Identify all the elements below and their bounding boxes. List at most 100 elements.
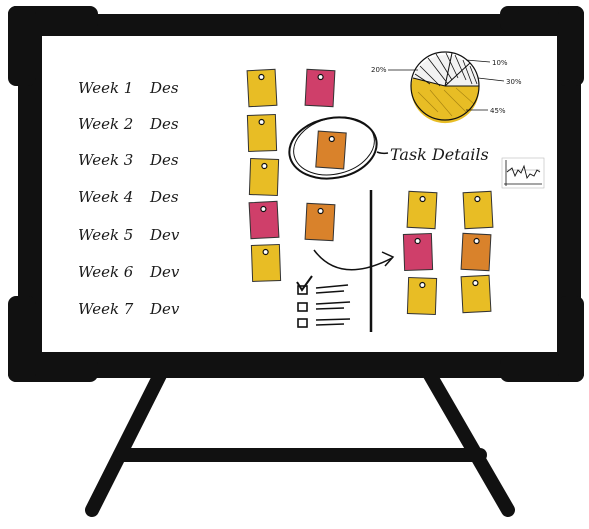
pin-icon [419,281,426,289]
pie-leader-line [477,77,505,82]
pie-divider [444,52,453,87]
sticky-note-paper [304,202,336,242]
sticky-note [250,244,282,282]
sticky-note [460,232,492,272]
hatch-line [427,57,449,85]
graph-series-line [506,164,541,180]
pie-divider [444,62,471,87]
checkbox-icon [297,302,308,312]
schedule-role-3: Des [149,151,179,169]
pie-divider [412,77,446,87]
highlight-circle-stroke-2 [293,116,375,176]
pin-icon [317,73,324,81]
move-arrow [313,249,395,271]
sticky-note-paper [460,232,492,272]
sticky-note [406,277,438,315]
texture-line [455,87,475,105]
pin-icon [419,195,426,203]
schedule-role-4: Des [149,188,179,206]
schedule-list: Week 1 Des Week 2 Des Week 3 Des Week 4 … [78,79,180,318]
schedule-week-1: Week 1 [78,79,133,97]
checklist-line [315,290,345,294]
checklist-line [315,318,351,321]
pie-label-top-right: 10% [492,59,508,67]
hatch-line [414,73,431,85]
sticky-note-paper [304,68,336,108]
schedule-week-2: Week 2 [78,115,133,133]
pin-icon [472,279,479,287]
sticky-note-paper [406,190,438,230]
checkbox-icon [297,318,308,328]
sticky-note-paper [246,68,278,108]
connector-line [376,151,389,155]
pie-label-bottom-right: 45% [490,107,506,115]
line-graph-sketch [501,157,545,189]
sticky-note-paper [250,244,282,282]
pie-label-left: 20% [371,66,387,74]
task-details-label: Task Details [390,145,489,164]
sticky-note-paper [315,130,347,170]
sticky-note [248,158,280,196]
pie-hatching [414,52,478,87]
checkmark-icon [296,275,313,292]
pin-icon [414,237,421,245]
schedule-week-6: Week 6 [78,263,134,281]
pie-leader-line [465,59,491,63]
frame-corner-top-right-v [558,6,584,86]
easel-stand [85,368,515,517]
frame-corner-bottom-left-v [8,296,36,382]
hatch-line [445,52,459,79]
schedule-week-4: Week 4 [78,188,133,206]
sticky-note [462,190,494,230]
hatch-line [419,65,441,87]
sticky-note [248,200,280,240]
schedule-week-5: Week 5 [78,226,133,244]
checklist [296,275,351,328]
pie-slice-yellow [411,78,480,124]
hatch-line [462,59,473,85]
arrow-curve [313,249,393,271]
sticky-note-paper [402,233,434,271]
highlighted-task: Task Details [288,116,489,180]
texture-line [443,89,467,113]
pin-icon [261,162,268,170]
sticky-note [460,274,492,314]
sticky-note [304,68,336,108]
graph-card [501,157,545,189]
sticky-note-paper [248,200,280,240]
sticky-note-paper [462,190,494,230]
sticky-notes-left [246,68,336,282]
sticky-note [304,202,336,242]
checklist-line [315,284,349,289]
checklist-line [315,323,345,326]
hatch-line [435,53,453,81]
checklist-line [315,301,351,305]
schedule-week-7: Week 7 [78,300,134,318]
sticky-note-paper [246,114,278,152]
texture-line [429,89,453,117]
sticky-note [246,68,278,108]
pin-icon [262,248,269,256]
sticky-note-paper [460,274,492,314]
hatch-line [454,54,467,81]
sticky-note [315,130,347,170]
sticky-notes-right [402,190,494,315]
frame-corner-bottom-right-v [558,296,584,382]
sticky-note-paper [406,277,438,315]
pin-icon [258,73,265,81]
frame-corner-top-left-v [8,6,36,86]
sticky-note [402,233,434,271]
pie-yellow-texture [417,87,475,117]
schedule-role-5: Dev [149,226,180,244]
schedule-role-1: Des [149,79,179,97]
pin-icon [328,135,335,143]
easel-right-leg [423,368,515,517]
texture-line [417,91,439,113]
pin-icon [258,118,265,126]
pie-label-mid-right: 30% [506,78,522,86]
checklist-line [315,307,345,310]
schedule-week-3: Week 3 [78,151,133,169]
sticky-note [246,114,278,152]
pin-icon [474,195,481,203]
